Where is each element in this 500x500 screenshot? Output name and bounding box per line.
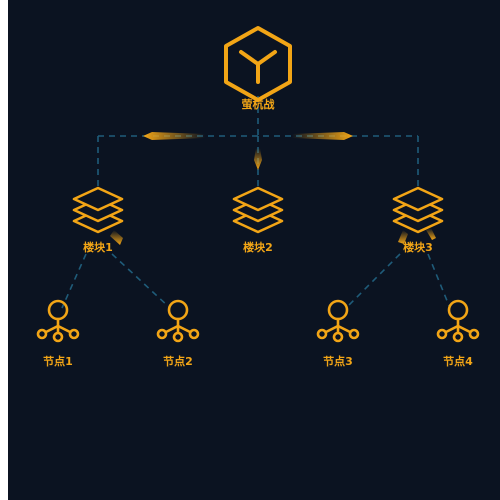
- leaf-label-3: 节点3: [323, 354, 353, 368]
- layers-icon: [232, 186, 284, 234]
- flow-glint-left: [143, 132, 205, 140]
- root-label: 萤杭战: [242, 97, 275, 111]
- flow-glint-center: [254, 148, 262, 170]
- module-node-3[interactable]: 楼块3: [392, 186, 444, 254]
- edge-module1-node1: [61, 253, 87, 309]
- network-node-icon: [316, 299, 360, 343]
- leaf-node-1[interactable]: 节点1: [36, 299, 80, 368]
- leaf-label-1: 节点1: [43, 354, 73, 368]
- edge-module3-node4: [427, 253, 451, 309]
- module-label-1: 楼块1: [83, 240, 113, 254]
- flow-glint-module1: [110, 230, 123, 245]
- diagram-svg: 萤杭战 楼块1 楼块2: [36, 26, 480, 368]
- flow-glints: [110, 132, 436, 245]
- leaf-node-2[interactable]: 节点2: [156, 299, 200, 368]
- edge-module3-node3: [345, 253, 401, 309]
- root-node[interactable]: 萤杭战: [224, 26, 292, 111]
- module-label-2: 楼块2: [243, 240, 273, 254]
- network-node-icon: [156, 299, 200, 343]
- edge-module1-node2: [111, 253, 171, 309]
- flow-glint-module3: [398, 230, 408, 244]
- hexagon-y-icon: [224, 26, 292, 102]
- leaf-node-3[interactable]: 节点3: [316, 299, 360, 368]
- module-label-3: 楼块3: [403, 240, 433, 254]
- layers-icon: [72, 186, 124, 234]
- leaf-label-4: 节点4: [443, 354, 473, 368]
- leaf-label-2: 节点2: [163, 354, 193, 368]
- leaf-node-4[interactable]: 节点4: [436, 299, 480, 368]
- network-node-icon: [36, 299, 80, 343]
- flow-glint-right: [292, 132, 353, 140]
- module-node-1[interactable]: 楼块1: [72, 186, 124, 254]
- diagram-canvas: 萤杭战 楼块1 楼块2: [8, 0, 500, 500]
- flow-glint-module3b: [426, 228, 436, 240]
- network-node-icon: [436, 299, 480, 343]
- module-node-2[interactable]: 楼块2: [232, 186, 284, 254]
- layers-icon: [392, 186, 444, 234]
